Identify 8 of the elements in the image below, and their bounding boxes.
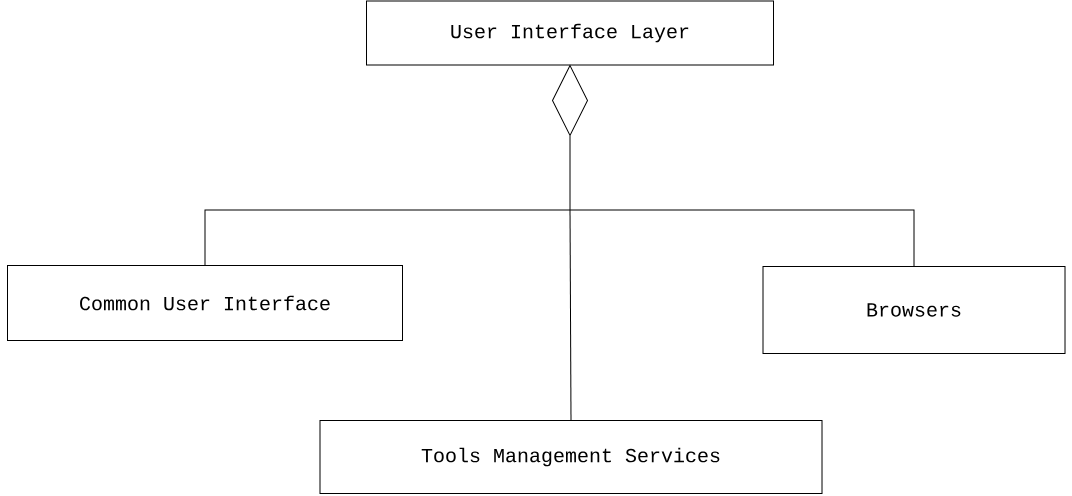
connector-line: [569, 209, 572, 421]
connector-line: [204, 209, 571, 266]
component-box: User Interface Layer: [366, 0, 774, 66]
connector-line: [569, 209, 915, 267]
component-box: Common User Interface: [7, 265, 403, 341]
component-box: Browsers: [762, 266, 1066, 354]
aggregation-connector: [552, 65, 588, 211]
component-box: Tools Management Services: [319, 420, 823, 494]
